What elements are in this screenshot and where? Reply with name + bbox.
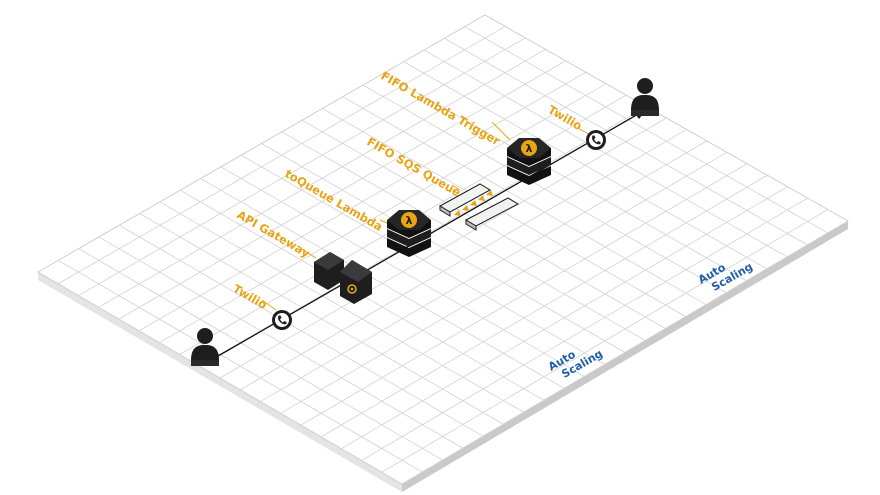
twilio-out-node: [586, 130, 606, 150]
grid-line: [280, 151, 728, 414]
grid-line: [240, 129, 687, 391]
grid-lines: [58, 26, 829, 473]
grid-line: [219, 117, 667, 379]
fifo-sqs-queue-node: [438, 183, 520, 231]
grid-line: [260, 140, 708, 402]
api-gateway-icon: [314, 252, 372, 304]
lambda-icon: λ: [507, 138, 551, 185]
grid-line: [138, 71, 587, 332]
grid-line: [300, 163, 748, 426]
platform-side-right: [402, 221, 848, 492]
grid-line: [320, 174, 768, 438]
grid-line: [361, 197, 808, 461]
grid-platform: [37, 14, 849, 492]
grid-line: [118, 60, 566, 320]
grid-line: [58, 26, 506, 285]
twilio-in-node: [272, 310, 292, 330]
person-icon: [191, 328, 219, 366]
person-icon: [631, 78, 659, 116]
svg-text:λ: λ: [406, 214, 413, 227]
grid-line: [78, 37, 526, 296]
user-left: [191, 328, 219, 366]
grid-line: [381, 209, 829, 473]
sqs-queue-icon: [438, 183, 520, 231]
fifo-lambda-trigger-node: λ: [507, 138, 551, 185]
toqueue-lambda-node: λ: [387, 210, 431, 257]
grid-line: [341, 186, 788, 450]
grid-line: [98, 48, 546, 308]
platform-side-left: [38, 272, 402, 492]
grid-line: [159, 83, 607, 344]
api-gateway-node: [314, 252, 372, 304]
phone-icon: [586, 130, 606, 150]
svg-text:λ: λ: [526, 142, 533, 155]
lambda-icon: λ: [387, 210, 431, 257]
phone-icon: [272, 310, 292, 330]
user-right: [631, 78, 659, 116]
